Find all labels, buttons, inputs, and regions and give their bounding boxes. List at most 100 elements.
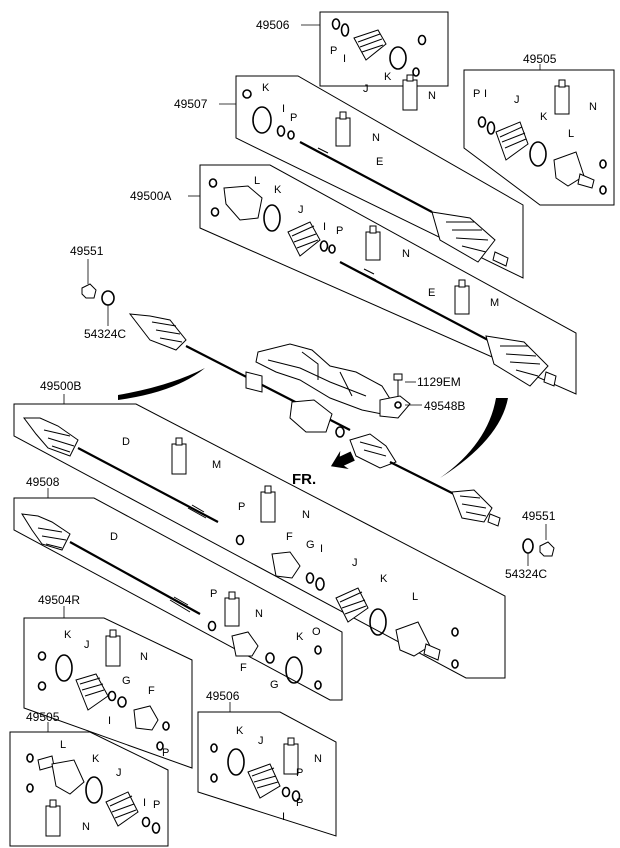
svg-text:P: P [210,588,217,600]
assembly-49500A: 49500A L K J I P N E M [130,164,577,395]
grease-n-top [402,79,418,111]
svg-text:P: P [296,767,303,779]
svg-text:N: N [314,753,322,765]
arrow-to-49500A [440,398,508,478]
svg-text:G: G [122,675,131,687]
main-shaft-left-boot [128,313,187,351]
part-number-49500B: 49500B [40,379,81,393]
svg-text:F: F [148,685,155,697]
svg-text:L: L [254,175,260,187]
kit-49504R: 49504R K J N G F I P [23,593,193,769]
svg-text:N: N [255,608,263,620]
svg-text:I: I [343,53,346,65]
grease-n-top-right [554,85,570,115]
svg-text:I: I [320,543,323,555]
grease-n-49500B [260,491,276,523]
part-number-49551-right: 49551 [522,509,556,523]
main-drive-shafts: 1129EM 49548B FR. [118,313,508,527]
svg-text:K: K [380,573,388,585]
clamp-k-49505-bottom [85,776,103,804]
part-number-49504R: 49504R [38,593,80,607]
clamp-k-49508 [285,656,303,684]
front-direction-label: FR. [292,471,316,488]
washer-54324C-right [522,538,534,554]
assembly-49508-boot [21,513,71,551]
assembly-49500B-boot [23,417,79,457]
part-number-49505-bottom: 49505 [26,710,60,724]
svg-text:G: G [270,679,279,691]
svg-text:N: N [589,101,597,113]
svg-text:I: I [282,103,285,115]
kit-49507-frame [235,75,524,279]
joint-f-49508 [231,631,259,657]
kit-49506-bottom-frame [197,711,337,837]
joint-l-top-right [553,151,585,187]
svg-text:N: N [140,651,148,663]
svg-text:J: J [84,639,90,651]
grease-n-49500A [365,231,381,261]
joint-f-49500B [271,551,301,579]
svg-text:K: K [296,631,304,643]
svg-text:N: N [302,509,310,521]
svg-text:N: N [402,248,410,260]
svg-text:J: J [363,83,369,95]
svg-text:I: I [484,88,487,100]
kit-49506-bottom: 49506 K J N P I P [197,689,337,837]
main-shaft-left-joint [289,399,333,433]
clamp-k-49507 [252,106,272,134]
svg-text:L: L [412,591,418,603]
joint-f-49504R [133,705,159,731]
svg-text:K: K [236,725,244,737]
joint-l-49500B [395,621,431,657]
boot-49507 [431,211,496,263]
clamp-k-top [389,46,407,70]
part-number-54324C-right: 54324C [505,567,547,581]
grease-m-49500A [454,285,470,315]
part-number-49548B: 49548B [424,399,465,413]
svg-text:J: J [514,94,520,106]
boot-j-top-right [495,121,529,161]
svg-text:P: P [296,797,303,809]
svg-text:N: N [428,90,436,102]
svg-text:K: K [92,753,100,765]
part-number-49506-top: 49506 [256,18,290,32]
svg-text:G: G [306,539,315,551]
svg-text:I: I [108,715,111,727]
part-number-49505-top: 49505 [523,52,557,66]
kit-49505-bottom: 49505 L K J N I P [9,710,169,847]
part-number-49500A: 49500A [130,189,171,203]
svg-text:M: M [490,297,499,309]
clamp-k-49504R [55,654,73,682]
grease-m-49500B [171,443,187,475]
svg-text:N: N [82,821,90,833]
svg-text:J: J [116,767,122,779]
svg-text:F: F [286,531,293,543]
svg-text:P: P [153,799,160,811]
svg-text:N: N [372,132,380,144]
svg-text:F: F [240,662,247,674]
grease-n-49507 [335,117,351,147]
assembly-49508-frame [13,497,343,701]
svg-text:I: I [143,797,146,809]
svg-text:I: I [323,221,326,233]
clamp-k-49506-bottom [227,748,245,776]
assembly-49500A-frame [199,164,577,395]
assembly-49508: 49508 D P N F G K O [13,475,343,701]
svg-text:P: P [238,501,245,513]
main-shaft-right-joint [349,433,397,469]
svg-text:P: P [330,45,337,57]
boot-j-top [353,29,387,61]
kit-49505-top-frame [463,69,615,206]
kit-49505-top: 49505 P I J K L N [463,52,615,206]
joint-l-49500A [223,185,263,221]
nut-and-washer-left: 49551 54324C [70,244,126,341]
part-number-1129EM: 1129EM [417,375,461,389]
kit-49507: 49507 K I P N E [174,75,524,279]
front-direction-arrow-icon [330,450,355,469]
svg-text:E: E [376,156,383,168]
svg-text:K: K [274,184,282,196]
svg-text:K: K [540,111,548,123]
boot-j-49505-bottom [105,791,139,827]
svg-text:K: K [64,629,72,641]
boot-49500A [485,335,549,387]
